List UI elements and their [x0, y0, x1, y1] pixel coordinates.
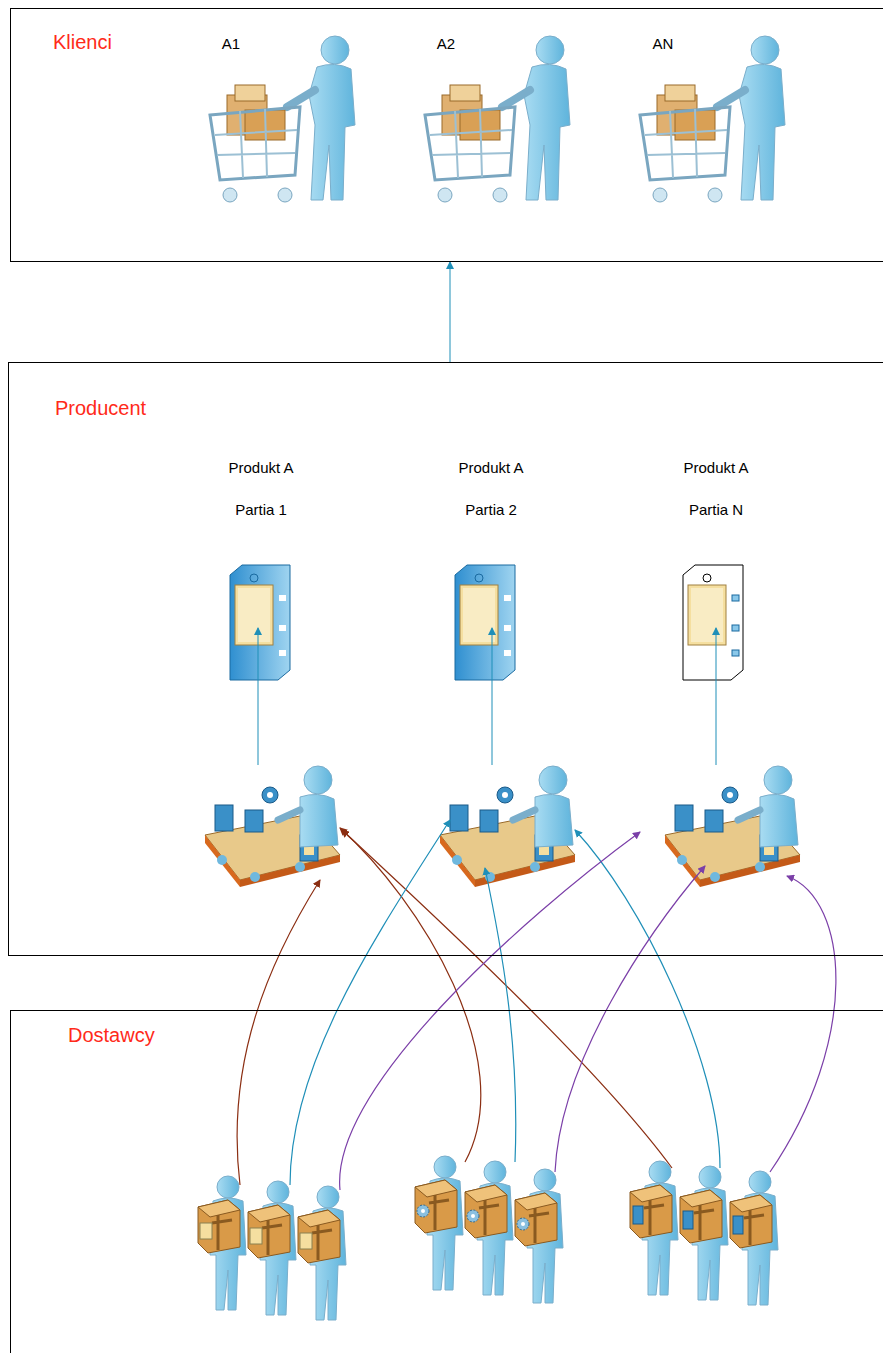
- customer-label: A1: [209, 35, 253, 52]
- customer-label: A2: [424, 35, 468, 52]
- node-text: Partia 2: [465, 501, 517, 518]
- customer-label: AN: [641, 35, 685, 52]
- node-text: A1: [209, 35, 253, 52]
- node-text: AN: [641, 35, 685, 52]
- lane-title: Klienci: [53, 31, 112, 54]
- lane-title: Dostawcy: [68, 1024, 155, 1047]
- node-text: Produkt A: [683, 459, 748, 476]
- product-batch: Produkt A Partia 2: [426, 459, 556, 518]
- lane-title: Producent: [55, 397, 146, 420]
- swimlane-band: Klienci A1 A2 AN: [10, 8, 883, 262]
- product-batch: Produkt A Partia N: [651, 459, 781, 518]
- node-text: A2: [424, 35, 468, 52]
- node-text: Produkt A: [458, 459, 523, 476]
- product-batch: Produkt A Partia 1: [196, 459, 326, 518]
- node-text: Partia 1: [235, 501, 287, 518]
- swimlane-band: Dostawcy: [10, 1010, 883, 1353]
- flow-arrow: [450, 262, 451, 362]
- swimlane-band: ProducentProdukt A Partia 1 Produkt A Parti…: [8, 362, 883, 956]
- node-text: Partia N: [689, 501, 743, 518]
- node-text: Produkt A: [228, 459, 293, 476]
